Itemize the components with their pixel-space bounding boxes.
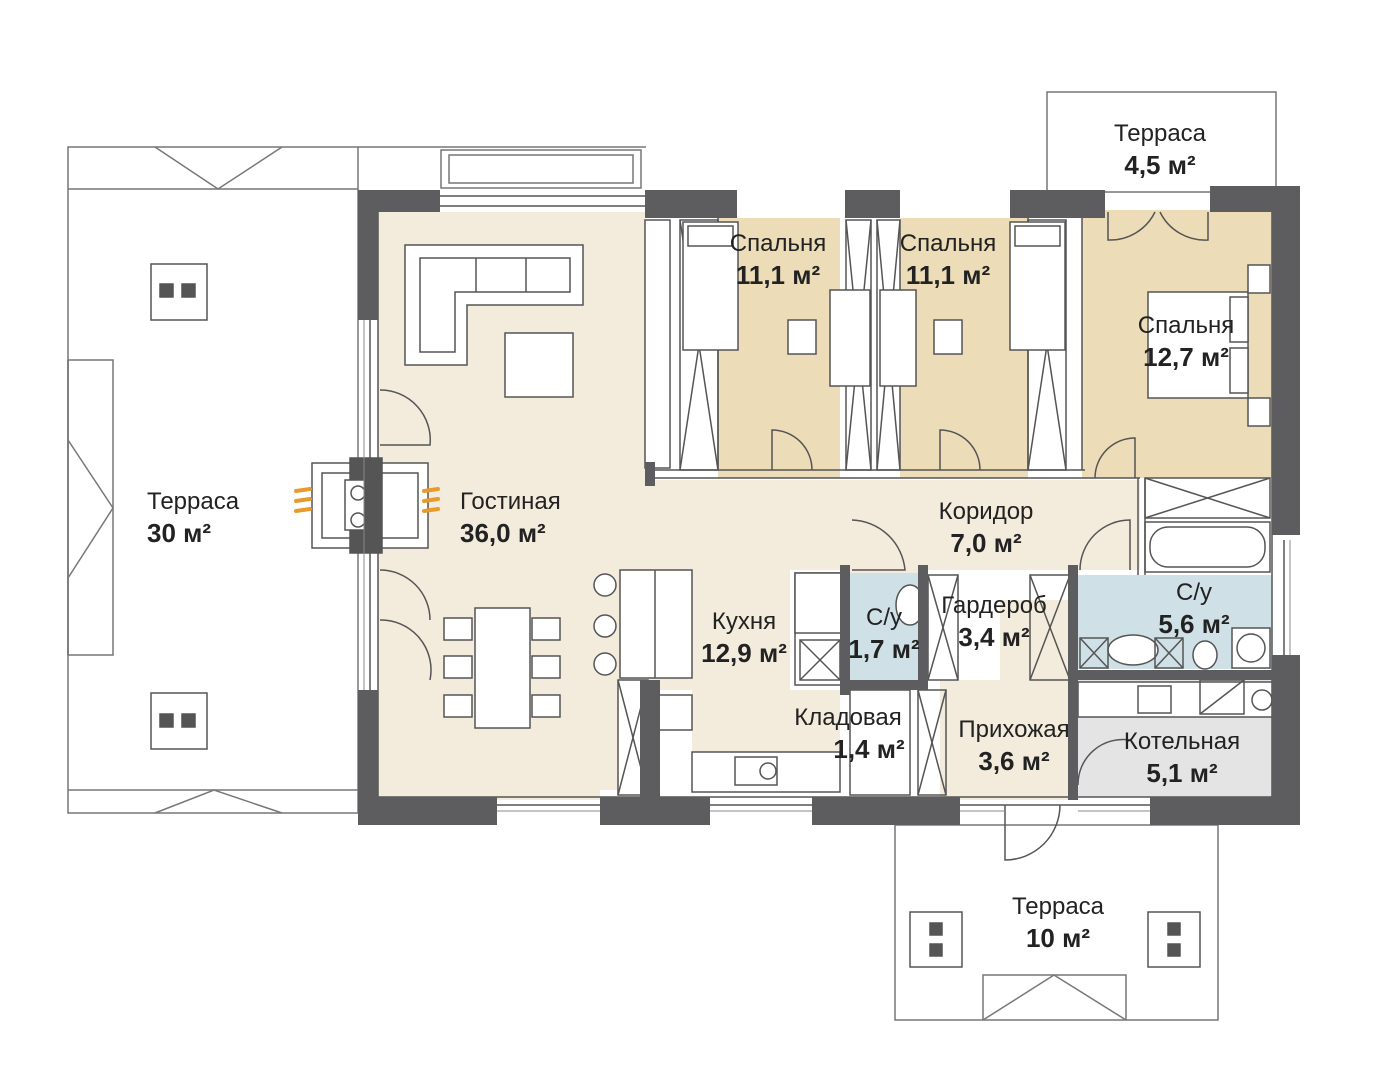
room-area: 11,1 м² [735, 260, 821, 290]
room-name: Терраса [1113, 120, 1207, 147]
room-boiler: Котельная 5,1 м² [1123, 728, 1241, 788]
zone-hallway [940, 680, 1075, 800]
room-terrace-bottom: Терраса 10 м² [1011, 893, 1105, 953]
room-living: Гостиная 36,0 м² [460, 488, 561, 548]
room-bedroom-1: Спальня 11,1 м² [729, 230, 827, 290]
room-area: 12,9 м² [701, 638, 787, 668]
room-bedroom-3: Спальня 12,7 м² [1137, 312, 1235, 372]
room-name: Прихожая [958, 716, 1070, 743]
fireplace-flames [294, 487, 440, 513]
room-wc-small: С/у 1,7 м² [848, 604, 920, 664]
room-terrace-left: Терраса 30 м² [147, 488, 240, 548]
room-bedroom-2: Спальня 11,1 м² [899, 230, 997, 290]
room-name: Коридор [938, 498, 1034, 525]
room-name: Гостиная [460, 488, 561, 515]
room-kitchen: Кухня 12,9 м² [701, 608, 787, 668]
room-name: Терраса [147, 488, 240, 515]
room-name: Спальня [1137, 312, 1235, 339]
room-name: Кладовая [794, 704, 902, 731]
room-area: 10 м² [1025, 923, 1091, 953]
room-area: 7,0 м² [950, 528, 1022, 558]
room-area: 1,7 м² [848, 634, 920, 664]
room-area: 11,1 м² [905, 260, 991, 290]
walls [358, 186, 1300, 825]
room-area: 3,6 м² [978, 746, 1050, 776]
room-name: С/у [1175, 579, 1212, 606]
terraces [67, 91, 1277, 1021]
room-bathroom: С/у 5,6 м² [1158, 579, 1230, 639]
terrace-lamps [150, 263, 1201, 968]
room-area: 4,5 м² [1124, 150, 1196, 180]
room-area: 12,7 м² [1143, 342, 1229, 372]
room-name: Кухня [711, 608, 777, 635]
inner-lines [311, 195, 1290, 861]
room-name: Спальня [899, 230, 997, 257]
room-name: Котельная [1123, 728, 1241, 755]
room-pantry: Кладовая 1,4 м² [791, 704, 905, 764]
windows [363, 320, 1291, 812]
room-name: С/у [865, 604, 902, 631]
room-area: 3,4 м² [958, 622, 1030, 652]
room-area: 5,6 м² [1158, 609, 1230, 639]
room-hallway: Прихожая 3,6 м² [958, 716, 1070, 776]
room-name: Спальня [729, 230, 827, 257]
terrace-top-outline [1046, 91, 1277, 193]
room-area: 5,1 м² [1146, 758, 1218, 788]
room-name: Гардероб [941, 592, 1047, 619]
room-area: 30 м² [147, 518, 212, 548]
room-terrace-top: Терраса 4,5 м² [1113, 120, 1207, 180]
room-area: 1,4 м² [833, 734, 905, 764]
room-name: Терраса [1011, 893, 1105, 920]
zone-bedroom-2 [900, 218, 1028, 478]
room-corridor: Коридор 7,0 м² [938, 498, 1034, 558]
room-area: 36,0 м² [460, 518, 546, 548]
room-wardrobe: Гардероб 3,4 м² [941, 592, 1047, 652]
